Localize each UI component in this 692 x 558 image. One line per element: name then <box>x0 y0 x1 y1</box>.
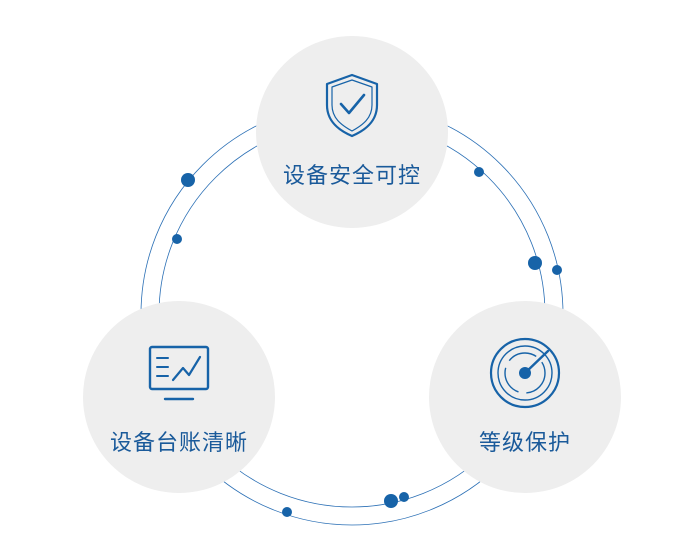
orbit-dot <box>181 173 195 187</box>
orbit-dot <box>528 256 542 270</box>
monitor-chart-icon <box>148 345 210 401</box>
node-protection: 等级保护 <box>429 301 621 493</box>
shield-check-icon <box>325 73 379 138</box>
radar-icon <box>489 337 561 409</box>
node-label: 等级保护 <box>478 431 571 456</box>
orbit-dot <box>399 492 409 502</box>
node-ledger: 设备台账清晰 <box>83 301 275 493</box>
node-security: 设备安全可控 <box>256 36 448 228</box>
node-label: 设备安全可控 <box>282 164 421 189</box>
orbit-dot <box>474 167 484 177</box>
orbit-dot <box>282 507 292 517</box>
orbit-dot <box>552 265 562 275</box>
orbit-dot <box>172 234 182 244</box>
node-label: 设备台账清晰 <box>109 431 248 456</box>
orbit-dot <box>384 494 398 508</box>
